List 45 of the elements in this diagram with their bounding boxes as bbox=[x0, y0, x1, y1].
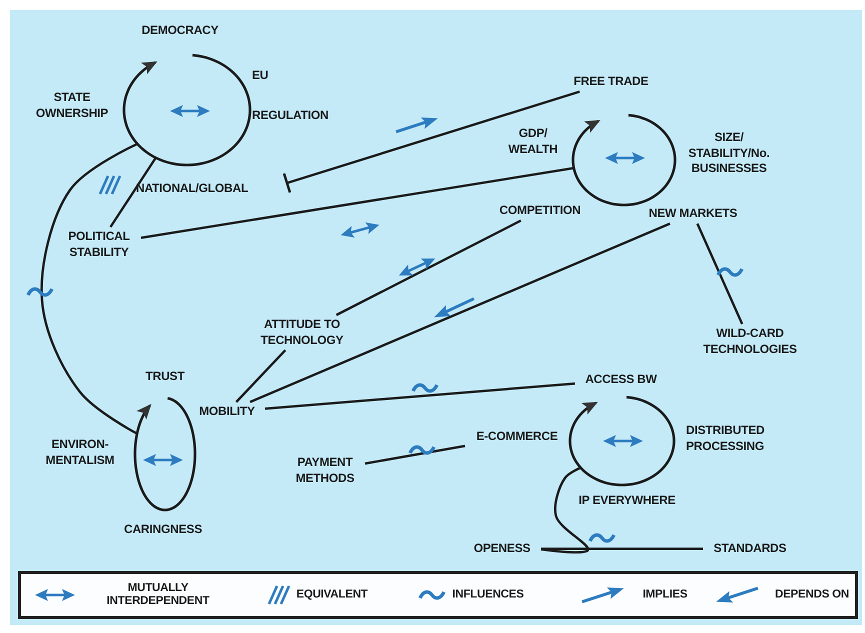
legend-text: INFLUENCES bbox=[451, 588, 525, 602]
concept-label: REGULATION bbox=[252, 108, 330, 124]
connector-line bbox=[364, 444, 466, 465]
connector-line bbox=[282, 90, 580, 194]
concept-label: STANDARDS bbox=[706, 541, 794, 557]
concept-label: GDP/ WEALTH bbox=[507, 126, 559, 158]
concept-label: DEMOCRACY bbox=[140, 23, 220, 39]
connector-line bbox=[540, 466, 590, 554]
feedback-loop bbox=[572, 114, 676, 206]
connector-line bbox=[541, 548, 703, 550]
concept-label: NATIONAL/GLOBAL bbox=[136, 181, 250, 197]
concept-label: SIZE/ STABILITY/No. BUSINESSES bbox=[687, 130, 771, 177]
concept-label: STATE OWNERSHIP bbox=[34, 90, 110, 122]
concept-label: TRUST bbox=[144, 369, 186, 385]
connector-line bbox=[250, 222, 670, 404]
concept-label: ATTITUDE TO TECHNOLOGY bbox=[252, 317, 352, 348]
concept-label: OPENESS bbox=[466, 541, 538, 557]
concept-label: MOBILITY bbox=[192, 404, 262, 420]
legend-text: IMPLIES bbox=[642, 588, 688, 602]
feedback-loop bbox=[134, 396, 196, 512]
concept-label: PAYMENT METHODS bbox=[288, 455, 362, 486]
connector-line bbox=[235, 349, 286, 403]
concept-label: WILD-CARD TECHNOLOGIES bbox=[698, 326, 802, 358]
concept-label: ENVIRON-MENTALISM bbox=[44, 437, 116, 468]
connector-line bbox=[110, 157, 157, 228]
concept-label: DISTRIBUTED PROCESSING bbox=[686, 423, 766, 454]
feedback-loop bbox=[568, 396, 676, 486]
connector-line bbox=[140, 166, 574, 239]
connector-line bbox=[264, 382, 576, 410]
concept-label: EU bbox=[252, 68, 270, 84]
concept-label: IP EVERYWHERE bbox=[578, 493, 676, 509]
concept-label: COMPETITION bbox=[490, 203, 590, 219]
concept-label: ACCESS BW bbox=[578, 372, 664, 388]
concept-label: FREE TRADE bbox=[566, 74, 656, 90]
concept-label: E-COMMERCE bbox=[468, 429, 566, 445]
connector-line bbox=[696, 223, 744, 324]
legend-text: EQUIVALENT bbox=[295, 588, 369, 602]
feedback-loop bbox=[122, 54, 252, 166]
legend-text: DEPENDS ON bbox=[774, 588, 850, 602]
legend-text: MUTUALLY INTERDEPENDENT bbox=[106, 582, 210, 608]
concept-label: NEW MARKETS bbox=[642, 206, 744, 222]
connector-line bbox=[40, 142, 138, 435]
concept-label: CARINGNESS bbox=[122, 522, 203, 538]
connector-line bbox=[336, 220, 522, 316]
concept-label: POLITICAL STABILITY bbox=[60, 229, 138, 260]
